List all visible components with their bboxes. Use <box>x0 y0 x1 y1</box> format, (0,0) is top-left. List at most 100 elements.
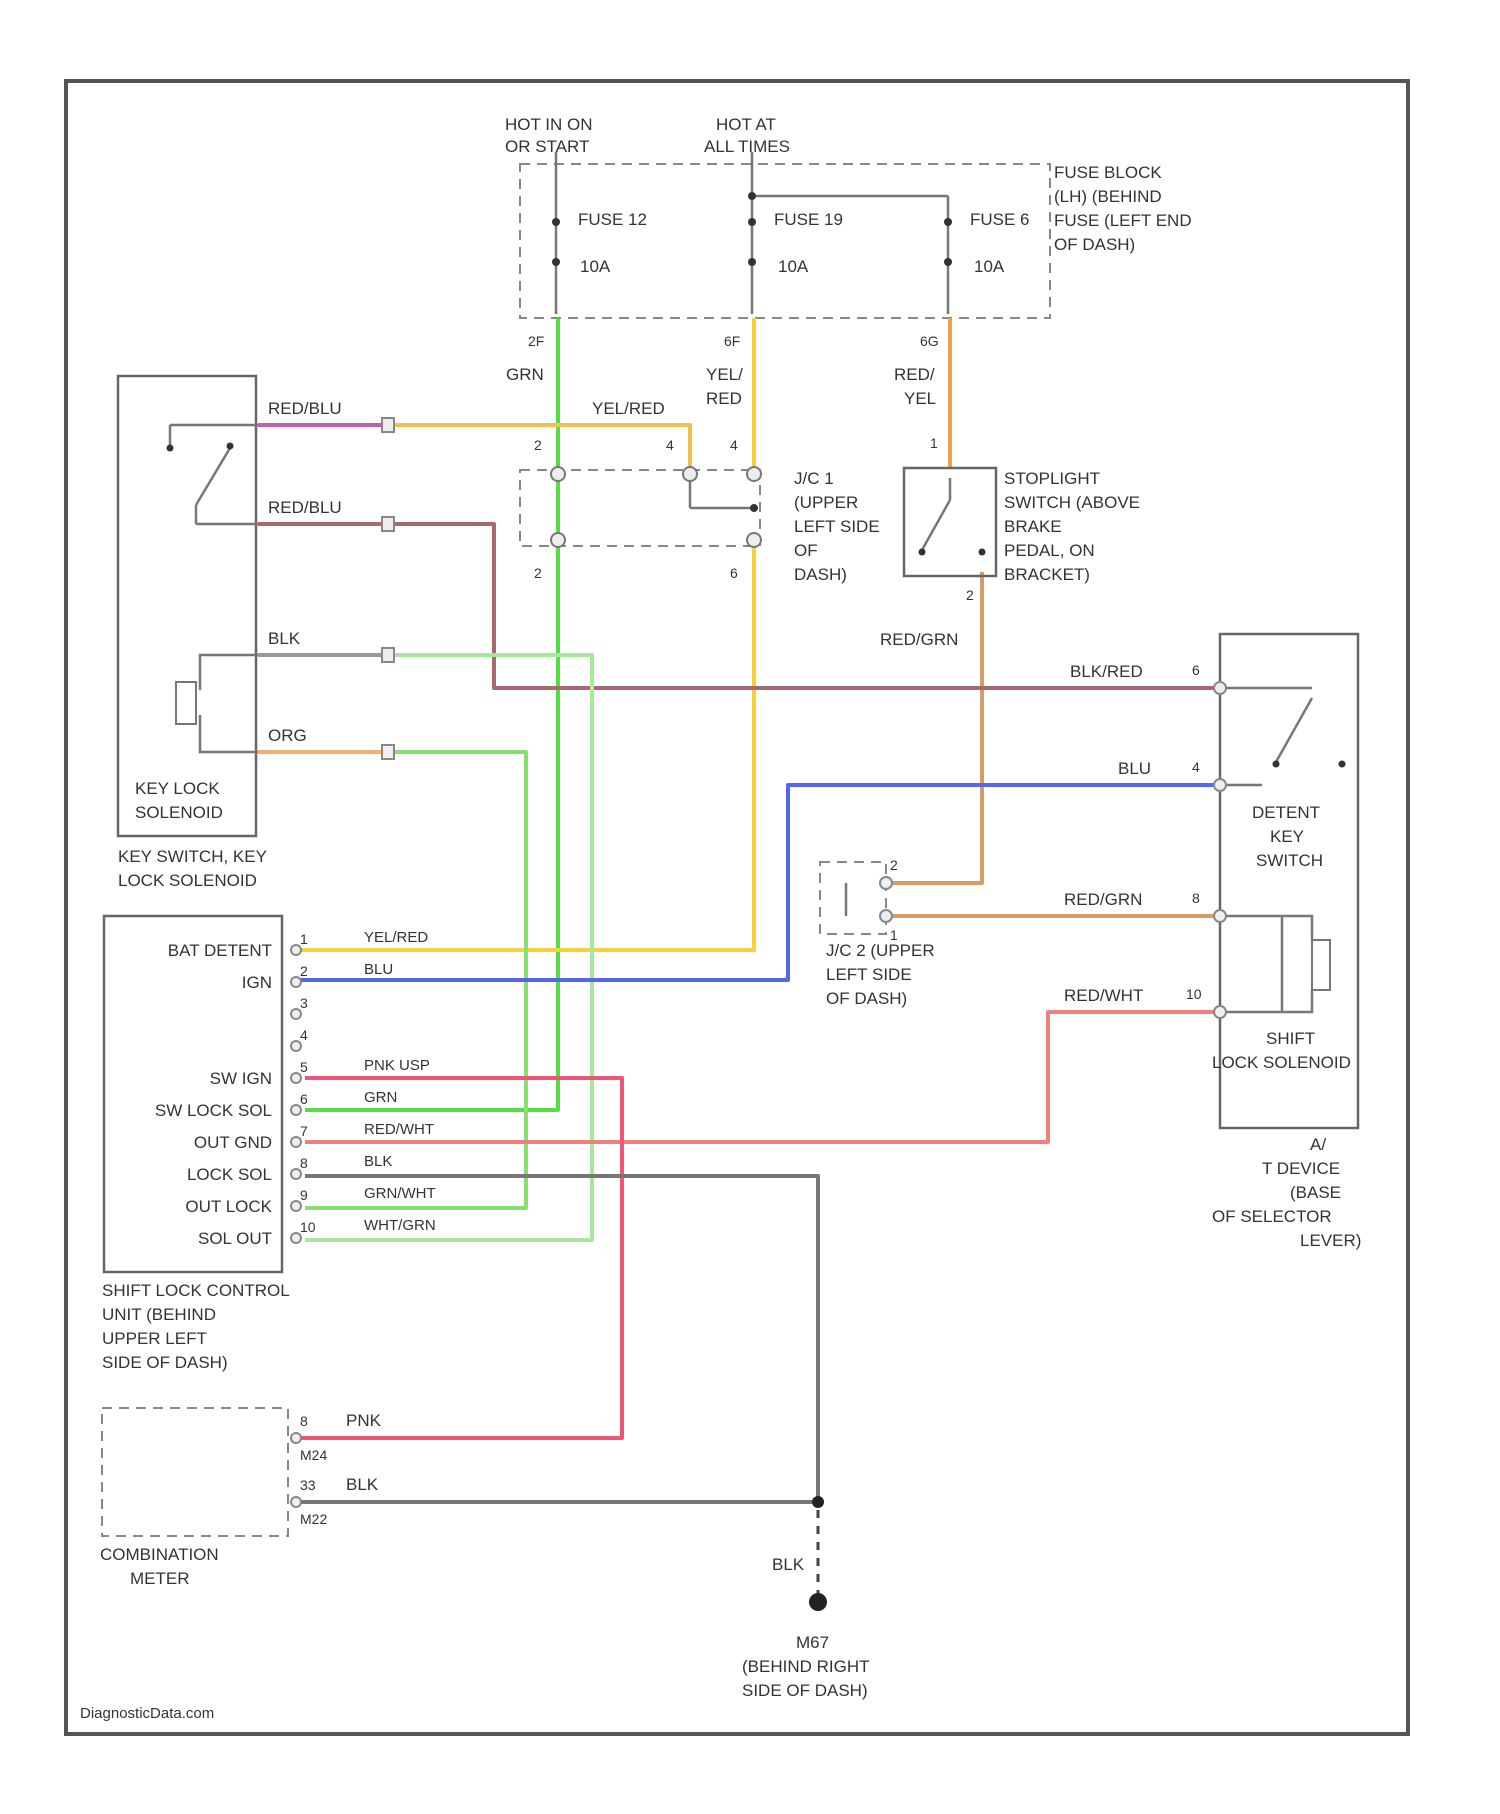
control-unit-wire-color: BLU <box>364 961 393 978</box>
at-device-caption-5: LEVER) <box>1300 1231 1361 1250</box>
wire-label-red-wht: RED/WHT <box>1064 986 1143 1005</box>
wire-label-yel-red-2: RED <box>706 389 742 408</box>
detent-pin-4: 4 <box>1192 759 1200 775</box>
jc1-pin-a: 2 <box>534 437 542 453</box>
wire-label-org: ORG <box>268 726 307 745</box>
control-unit-caption-1: SHIFT LOCK CONTROL <box>102 1281 290 1300</box>
control-unit-wire-color: RED/WHT <box>364 1121 434 1138</box>
jc2-label-2: LEFT SIDE <box>826 965 912 984</box>
jc2-label-1: J/C 2 (UPPER <box>826 941 935 960</box>
control-unit-terminal-name: SW IGN <box>210 1069 272 1088</box>
jc1-label-2: (UPPER <box>794 493 858 512</box>
control-unit-wire-color: GRN/WHT <box>364 1185 436 1202</box>
control-unit-caption-2: UNIT (BEHIND <box>102 1305 216 1324</box>
connector-pins <box>382 418 394 759</box>
control-unit-pin: 5 <box>300 1059 308 1075</box>
jc2-label-3: OF DASH) <box>826 989 907 1008</box>
control-unit-pin: 8 <box>300 1155 308 1171</box>
fuse-out-pin-6f: 6F <box>724 333 740 349</box>
detent-name-1: DETENT <box>1252 803 1320 822</box>
jc2-pin-2: 2 <box>890 857 898 873</box>
hot-on-start-label-2: OR START <box>505 137 589 156</box>
at-device-caption-4: OF SELECTOR <box>1212 1207 1332 1226</box>
detent-pin-8: 8 <box>1192 890 1200 906</box>
control-unit-caption-3: UPPER LEFT <box>102 1329 207 1348</box>
wire-label-yel-red-h: YEL/RED <box>592 399 665 418</box>
shift-lock-solenoid-2: LOCK SOLENOID <box>1212 1053 1351 1072</box>
control-unit-caption-4: SIDE OF DASH) <box>102 1353 228 1372</box>
fuse-12-rating: 10A <box>580 257 611 276</box>
control-unit-wire-color: WHT/GRN <box>364 1217 436 1234</box>
at-device-caption-1: A/ <box>1310 1135 1326 1154</box>
jc1-pin-b: 4 <box>666 437 674 453</box>
control-unit-terminal-name: BAT DETENT <box>168 941 272 960</box>
control-unit-pin: 9 <box>300 1187 308 1203</box>
meter-pin-8-sub: M24 <box>300 1447 327 1463</box>
control-unit-pin: 2 <box>300 963 308 979</box>
meter-pin-33-sub: M22 <box>300 1511 327 1527</box>
at-device-caption-2: T DEVICE <box>1262 1159 1340 1178</box>
control-unit-pin: 1 <box>300 931 308 947</box>
control-unit-wire-color: GRN <box>364 1089 397 1106</box>
stoplight-label-3: BRAKE <box>1004 517 1062 536</box>
wire-label-blk-red: BLK/RED <box>1070 662 1143 681</box>
meter-pin-33: 33 <box>300 1477 316 1493</box>
meter-wire-pnk: PNK <box>346 1411 382 1430</box>
stoplight-label-4: PEDAL, ON <box>1004 541 1095 560</box>
jc1-label-5: DASH) <box>794 565 847 584</box>
jc1-pin-e: 6 <box>730 565 738 581</box>
fuse-6-name: FUSE 6 <box>970 210 1030 229</box>
fuse-block-label-3: FUSE (LEFT END <box>1054 211 1192 230</box>
stoplight-pin-2: 2 <box>966 587 974 603</box>
detent-name-2: KEY <box>1270 827 1304 846</box>
key-lock-solenoid-name-1: KEY LOCK <box>135 779 220 798</box>
stoplight-pin-1: 1 <box>930 435 938 451</box>
at-device: 6 4 8 10 DETENT KEY SWITCH SHIFT LOCK SO… <box>1186 634 1361 1250</box>
stoplight-label-1: STOPLIGHT <box>1004 469 1100 488</box>
control-unit-terminal-name: IGN <box>242 973 272 992</box>
fuse-out-pin-6g: 6G <box>920 333 939 349</box>
control-unit-terminal-name: LOCK SOL <box>187 1165 272 1184</box>
wire-label-grn: GRN <box>506 365 544 384</box>
fuse-19-name: FUSE 19 <box>774 210 843 229</box>
ground-label-1: M67 <box>796 1633 829 1652</box>
junction-jc2: 2 1 J/C 2 (UPPER LEFT SIDE OF DASH) <box>820 857 935 1008</box>
control-unit-wire-color: PNK USP <box>364 1057 430 1074</box>
fuse-block-label-2: (LH) (BEHIND <box>1054 187 1162 206</box>
wire-label-yel-red-1: YEL/ <box>706 365 743 384</box>
at-device-caption-3: (BASE <box>1290 1183 1341 1202</box>
control-unit-terminal-name: SOL OUT <box>198 1229 272 1248</box>
wire-label-red-grn: RED/GRN <box>1064 890 1142 909</box>
control-unit-pin: 10 <box>300 1219 316 1235</box>
key-switch-caption-1: KEY SWITCH, KEY <box>118 847 267 866</box>
stoplight-label-2: SWITCH (ABOVE <box>1004 493 1140 512</box>
fuse-block: FUSE 12 10A FUSE 19 10A FUSE 6 10A FUSE … <box>520 152 1192 349</box>
fuse-block-label-1: FUSE BLOCK <box>1054 163 1162 182</box>
junction-jc1: 2 4 4 2 6 J/C 1 (UPPER LEFT SIDE OF DASH… <box>520 437 880 584</box>
control-unit-wire-color: BLK <box>364 1153 392 1170</box>
detent-name-3: SWITCH <box>1256 851 1323 870</box>
fuse-out-pin-2f: 2F <box>528 333 544 349</box>
meter-wire-blk: BLK <box>346 1475 379 1494</box>
control-unit-pin: 3 <box>300 995 308 1011</box>
jc1-label-1: J/C 1 <box>794 469 834 488</box>
fuse-6-rating: 10A <box>974 257 1005 276</box>
stoplight-switch: 1 2 STOPLIGHT SWITCH (ABOVE BRAKE PEDAL,… <box>904 435 1140 603</box>
shift-lock-solenoid-1: SHIFT <box>1266 1029 1315 1048</box>
control-unit-terminal-name: SW LOCK SOL <box>155 1101 272 1120</box>
wire-label-red-blu-low: RED/BLU <box>268 498 342 517</box>
hot-all-times-label-1: HOT AT <box>716 115 776 134</box>
meter-pin-8: 8 <box>300 1413 308 1429</box>
control-unit-pin: 6 <box>300 1091 308 1107</box>
fuse-12-name: FUSE 12 <box>578 210 647 229</box>
fuse-block-label-4: OF DASH) <box>1054 235 1135 254</box>
fuse-19-rating: 10A <box>778 257 809 276</box>
control-unit-terminal-name: OUT LOCK <box>185 1197 272 1216</box>
detent-pin-6: 6 <box>1192 662 1200 678</box>
wire-label-blu: BLU <box>1118 759 1151 778</box>
wire-label-red-grn-top: RED/GRN <box>880 630 958 649</box>
ground-label-2: (BEHIND RIGHT <box>742 1657 870 1676</box>
jc1-pin-d: 2 <box>534 565 542 581</box>
jc1-label-3: LEFT SIDE <box>794 517 880 536</box>
